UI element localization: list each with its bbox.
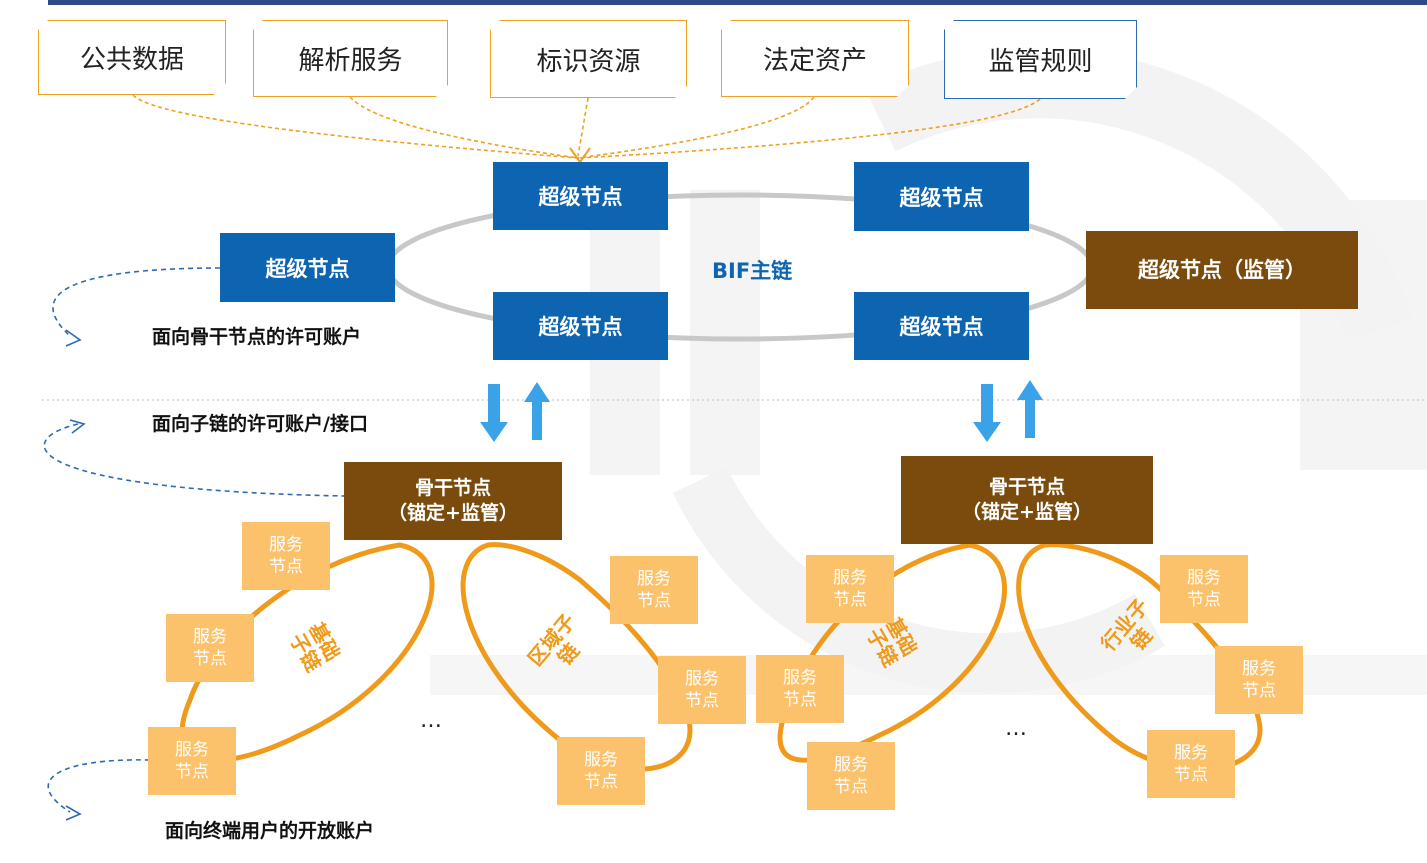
service-node: 服务节点 — [610, 556, 698, 624]
service-node-line: 服务 — [833, 568, 867, 588]
service-node: 服务节点 — [806, 555, 894, 623]
service-node: 服务节点 — [148, 727, 236, 795]
backbone-node-right: 骨干节点 （锚定+监管） — [901, 456, 1153, 544]
watermark-bar-2 — [690, 190, 760, 475]
up-down-arrows — [480, 380, 1043, 442]
super-node-bottom-left: 超级节点 — [493, 292, 668, 360]
service-node-line: 服务 — [193, 627, 227, 647]
service-node-line: 服务 — [1242, 659, 1276, 679]
ellipsis-right: … — [1005, 716, 1029, 741]
service-node-line: 服务 — [685, 669, 719, 689]
service-node-line: 服务 — [637, 569, 671, 589]
source-tag-label: 公共数据 — [79, 45, 184, 75]
service-node-line: 节点 — [685, 691, 719, 711]
service-node: 服务节点 — [242, 522, 330, 590]
account-label-backbone: 面向骨干节点的许可账户 — [152, 326, 362, 348]
service-node-line: 节点 — [783, 690, 817, 710]
backbone-node-title: 骨干节点 — [988, 476, 1065, 498]
service-node: 服务节点 — [1147, 730, 1235, 798]
service-node-line: 节点 — [637, 591, 671, 611]
backbone-node-role: （锚定+监管） — [388, 502, 518, 524]
service-node: 服务节点 — [557, 737, 645, 805]
service-node-line: 服务 — [175, 740, 209, 760]
service-node-line: 节点 — [1174, 765, 1208, 785]
account-arrowheads — [65, 329, 86, 821]
service-node-line: 服务 — [1174, 743, 1208, 763]
account-arcs — [43, 267, 346, 813]
top-bar — [48, 0, 1427, 5]
super-node-regulator: 超级节点（监管） — [1086, 231, 1358, 309]
service-node: 服务节点 — [1215, 646, 1303, 714]
service-node: 服务节点 — [756, 655, 844, 723]
main-chain-label: BIF主链 — [712, 259, 793, 283]
super-node-left: 超级节点 — [220, 233, 395, 302]
service-node-line: 节点 — [833, 590, 867, 610]
super-node-top-left: 超级节点 — [493, 162, 668, 230]
service-node-line: 节点 — [175, 762, 209, 782]
service-node: 服务节点 — [1160, 555, 1248, 623]
service-node-line: 服务 — [834, 755, 868, 775]
service-node-line: 节点 — [1242, 681, 1276, 701]
source-tag-regulation-rules: 监管规则 — [944, 20, 1137, 99]
source-tag-label: 法定资产 — [762, 46, 867, 76]
source-tag-label: 监管规则 — [988, 47, 1093, 77]
service-node-line: 服务 — [783, 668, 817, 688]
source-connectors — [132, 94, 1041, 159]
service-node: 服务节点 — [166, 614, 254, 682]
account-label-enduser: 面向终端用户的开放账户 — [165, 820, 375, 842]
backbone-node-left: 骨干节点 （锚定+监管） — [344, 462, 562, 540]
super-node-bottom-right: 超级节点 — [854, 292, 1029, 360]
source-tag-legal-asset: 法定资产 — [721, 20, 909, 97]
backbone-node-role: （锚定+监管） — [962, 501, 1092, 523]
service-node-line: 节点 — [269, 557, 303, 577]
service-node-line: 节点 — [1187, 590, 1221, 610]
account-label-subchain: 面向子链的许可账户/接口 — [152, 413, 368, 435]
ellipsis-left: … — [420, 708, 444, 733]
service-node-line: 服务 — [584, 750, 618, 770]
service-node-line: 节点 — [193, 649, 227, 669]
service-node-line: 服务 — [1187, 568, 1221, 588]
service-node-line: 服务 — [269, 535, 303, 555]
backbone-node-title: 骨干节点 — [414, 477, 491, 499]
source-tag-label: 解析服务 — [298, 46, 403, 76]
service-node-line: 节点 — [834, 777, 868, 797]
service-node: 服务节点 — [658, 656, 746, 724]
source-tag-label: 标识资源 — [536, 46, 641, 77]
service-node: 服务节点 — [807, 742, 895, 810]
source-tag-resolution-service: 解析服务 — [253, 20, 448, 97]
source-tag-identifier-resource: 标识资源 — [490, 20, 687, 98]
source-tag-public-data: 公共数据 — [38, 20, 226, 95]
source-arrowhead — [569, 147, 591, 164]
super-node-top-right: 超级节点 — [854, 162, 1029, 231]
service-node-line: 节点 — [584, 772, 618, 792]
watermark-arc-2 — [672, 467, 1166, 694]
